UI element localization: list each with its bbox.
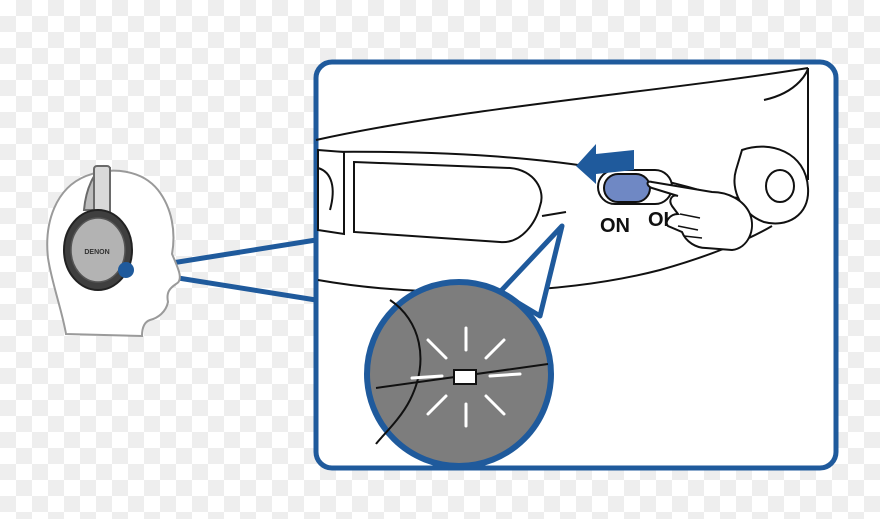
status-led-indicator <box>453 369 477 385</box>
arm-stub <box>763 67 809 180</box>
lens-band-edge-curve <box>375 299 422 445</box>
led-magnifier <box>364 279 554 469</box>
headband-closeup: ON OI <box>315 67 810 293</box>
switch-off-label: OI <box>648 209 669 231</box>
earcup-ring-inner <box>765 169 795 203</box>
headband-pad-slit <box>541 211 567 217</box>
power-switch-knob <box>603 173 651 203</box>
brand-label: DENON <box>84 249 109 256</box>
headband-pad <box>353 160 543 244</box>
left-pad <box>317 148 345 236</box>
head-illustration: DENON <box>46 164 181 338</box>
headband-arc <box>315 67 809 141</box>
earcup-inner <box>70 217 126 283</box>
pointing-hand-icon <box>646 180 753 252</box>
finger-lines <box>677 213 703 239</box>
earcup-ring-right <box>733 145 810 225</box>
switch-location-dot <box>118 262 134 278</box>
switch-on-label: ON <box>600 215 630 237</box>
led-glow-rays <box>410 326 522 428</box>
slide-arrow-icon <box>576 144 634 184</box>
left-pad-curve <box>317 167 334 211</box>
